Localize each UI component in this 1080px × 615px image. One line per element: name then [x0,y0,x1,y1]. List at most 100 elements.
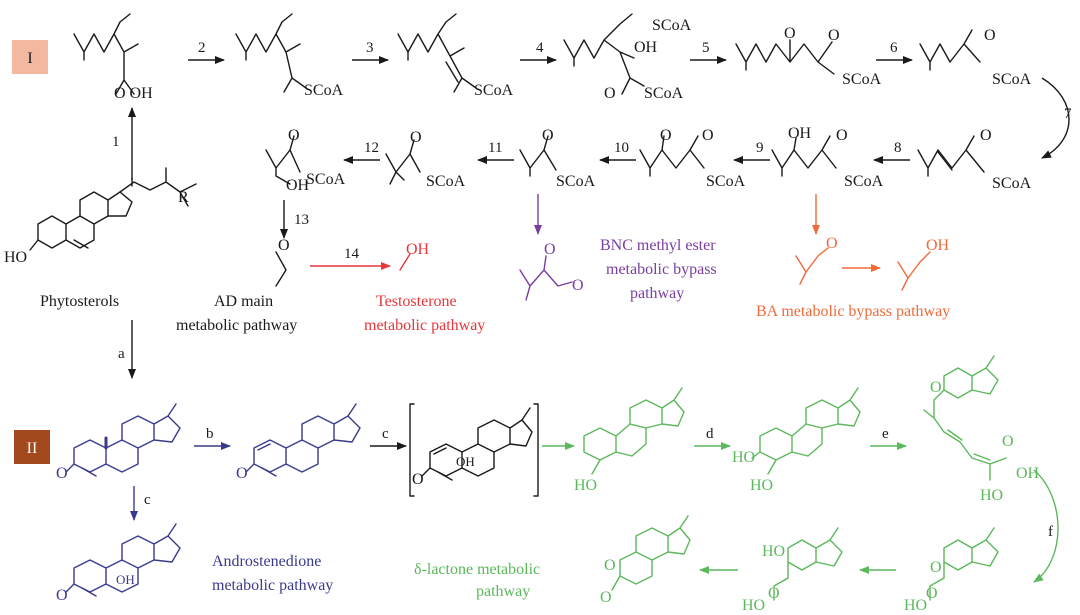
green-compound-1 [583,387,685,475]
bnc-line-3: pathway [630,285,684,302]
step-2: 2 [198,40,206,56]
add-ring-b [285,439,319,473]
bnc-line-1: BNC methyl ester [600,237,716,254]
g5-ho-acid: HO [742,597,765,614]
g4-o-ketone: O [930,559,942,576]
arrow-7 [1041,77,1070,159]
phytosterol-structure [29,167,197,251]
step-9: 9 [756,140,764,156]
step-c-right: c [382,426,389,442]
testo-line-1: Testosterone [376,293,457,310]
top-row-structures [73,13,985,287]
step-4: 4 [536,40,544,56]
scoa-label-5: SCoA [842,71,882,88]
g1-ring-d [661,399,685,427]
ohad-ring-c [121,535,155,569]
o-label-10: O [542,127,554,144]
scoa-label-6: SCoA [992,71,1032,88]
ohad-subs [65,523,177,597]
oh-label-12: OH [286,177,310,194]
step-f: f [1048,524,1053,540]
add-ring-d [333,415,361,443]
section-I-label: I [27,50,32,67]
g5-o-acid: O [768,585,780,602]
compound-2-skeleton [235,13,307,93]
o-label-8: O [836,127,848,144]
g1-ring-c [629,399,663,429]
compound-1-skeleton [73,13,139,95]
scoa-label-4a: SCoA [652,17,692,34]
phytosterols-caption: Phytosterols [40,293,119,310]
g2-ring-d [837,399,861,427]
g3-chain [923,355,1007,465]
delta-line-1: δ-lactone metabolic [414,561,540,578]
bnc-line-2: metabolic bypass [606,261,717,278]
bnc-branch: O O BNC methyl ester metabolic bypass pa… [519,194,717,302]
step-13: 13 [294,212,309,228]
compound-10-skeleton [519,135,557,177]
int-ring-c [477,419,511,453]
step-14: 14 [344,246,360,262]
phyto-ring-d [107,191,133,217]
ohad-ring-a [73,559,107,593]
o-label-7: O [980,127,992,144]
ba-oh: OH [926,237,950,254]
bnc-o-2: O [572,277,584,294]
phyto-side-chain [119,167,197,207]
g3-ho: HO [980,487,1003,504]
scoa-label-7: SCoA [992,175,1032,192]
add-structure [245,403,361,477]
phyto-ring-a [37,215,67,249]
arrow-f [1033,469,1059,583]
step-8: 8 [894,140,902,156]
step-5: 5 [702,40,710,56]
compound-11-skeleton [385,139,421,185]
g3-ring-d [971,367,999,395]
top-row-labels: O OH SCoA SCoA SCoA OH O SCoA O O SCoA O… [114,17,1032,254]
step-10: 10 [614,140,629,156]
g2-ring-c [805,399,839,429]
step-a: a [118,346,125,362]
step-3: 3 [366,40,374,56]
step-c-down: c [144,492,151,508]
g1-subs [591,387,683,475]
intermediate-structure [409,403,539,497]
g4-ring-d [971,539,999,567]
compound-4-skeleton [563,13,645,95]
step-7: 7 [1064,106,1072,122]
andro-ring-a [73,439,107,473]
ohad-ring-d [153,535,181,563]
o-label-11: O [410,129,422,146]
g1-ring-a [583,427,617,461]
step-1: 1 [112,134,120,150]
phyto-ho: HO [4,249,27,266]
andro-line-2: metabolic pathway [212,577,333,594]
g3-ring-c [943,367,973,399]
o-label-9a: O [660,127,672,144]
step-d: d [706,426,714,442]
testo-structure [399,253,411,271]
int-subs [421,407,531,481]
testo-line-2: metabolic pathway [364,317,485,334]
scoa-label-10: SCoA [556,173,596,190]
section-I-box [12,40,48,74]
scoa-label-12: SCoA [306,171,346,188]
top-step-numbers: 1 2 3 4 5 6 7 8 9 10 11 12 13 14 a [112,40,1072,362]
compound-5-skeleton [735,39,835,75]
int-oh: OH [456,454,475,469]
delta-line-2: pathway [476,583,530,600]
o-label-6: O [984,27,996,44]
g3-double-bonds [947,429,991,461]
phyto-double-bond [73,239,89,249]
step-b: b [206,426,214,442]
g2-ring-a [759,427,793,461]
bnc-o-1: O [544,241,556,258]
andro-ring-d [153,415,181,443]
g4-ring-c [943,539,973,571]
o-label-5: O [784,25,796,42]
section-I-badge: I [12,40,48,74]
g5-ho: HO [762,543,785,560]
step-6: 6 [890,40,898,56]
scoa-label-4b: SCoA [644,85,684,102]
